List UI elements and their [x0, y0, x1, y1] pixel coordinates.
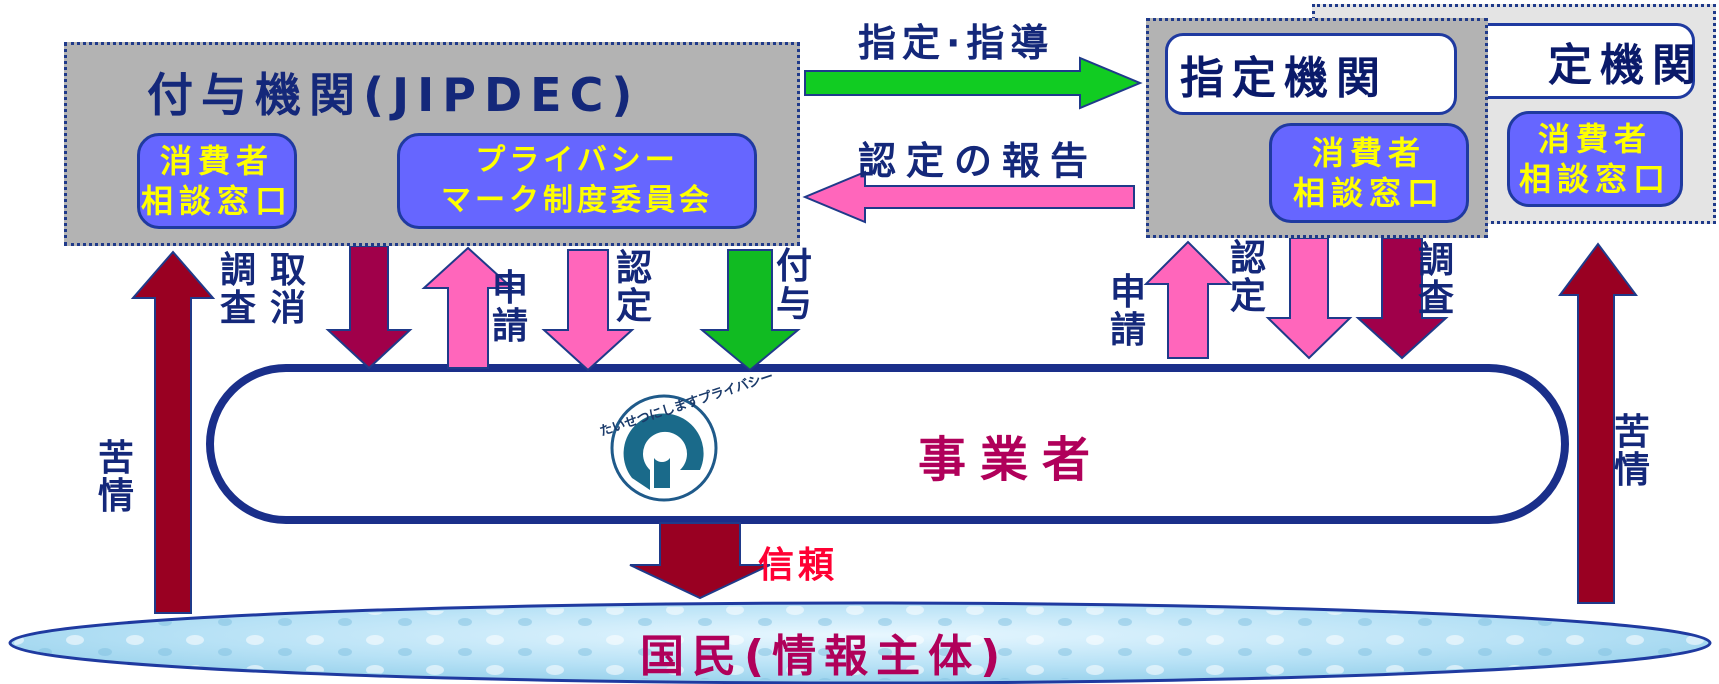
certify-label-right: 認 定: [1229, 238, 1266, 317]
investigate-arrow-right: [1355, 237, 1449, 360]
complaint-label-right: 苦 情: [1613, 412, 1650, 491]
citizens-label: 国民(情報主体): [640, 631, 1009, 682]
cancel-label-left: 取 消: [269, 250, 306, 329]
grant-label: 付 与: [775, 246, 812, 325]
certify-label-left: 認 定: [615, 248, 652, 327]
grantor-consumer-window: 消費者 相談窓口: [137, 133, 297, 229]
business-frame: [206, 364, 1569, 524]
designated-box: 指定機関 消費者 相談窓口: [1146, 18, 1488, 238]
investigate-label-left: 調 査: [219, 250, 256, 329]
apply-arrow-right: [1143, 240, 1233, 359]
apply-label-right: 申 請: [1109, 272, 1146, 351]
designate-guide-label: 指定·指導: [858, 21, 1055, 65]
certify-arrow-left: [541, 249, 635, 372]
apply-label-left: 申 請: [491, 268, 528, 347]
certification-report-label: 認定の報告: [858, 139, 1099, 183]
citizens-ellipse: [8, 601, 1712, 684]
trust-label: 信頼: [758, 545, 839, 586]
designated-back-consumer-window: 消費者 相談窓口: [1507, 111, 1683, 207]
complaint-arrow-right: [1558, 242, 1638, 604]
complaint-arrow-left: [130, 250, 216, 614]
grant-arrow: [699, 249, 801, 372]
designated-title: 指定機関: [1165, 33, 1457, 115]
investigate-arrow-left: [325, 245, 413, 370]
privacy-mark-logo: [610, 394, 718, 502]
grantor-box: 付与機関(JIPDEC) 消費者 相談窓口 プライバシー マーク制度委員会: [64, 42, 800, 246]
investigate-label-right: 調 査: [1417, 240, 1454, 319]
trust-arrow: [629, 522, 771, 600]
designate-arrow: [804, 56, 1143, 110]
complaint-label-left: 苦 情: [97, 438, 134, 517]
grantor-title: 付与機関(JIPDEC): [147, 68, 641, 122]
report-arrow: [802, 170, 1135, 224]
privacy-mark-committee: プライバシー マーク制度委員会: [397, 133, 757, 229]
certify-arrow-right: [1265, 237, 1353, 360]
designated-consumer-window: 消費者 相談窓口: [1269, 123, 1469, 223]
business-label: 事業者: [918, 432, 1105, 488]
apply-arrow-left: [421, 246, 515, 369]
